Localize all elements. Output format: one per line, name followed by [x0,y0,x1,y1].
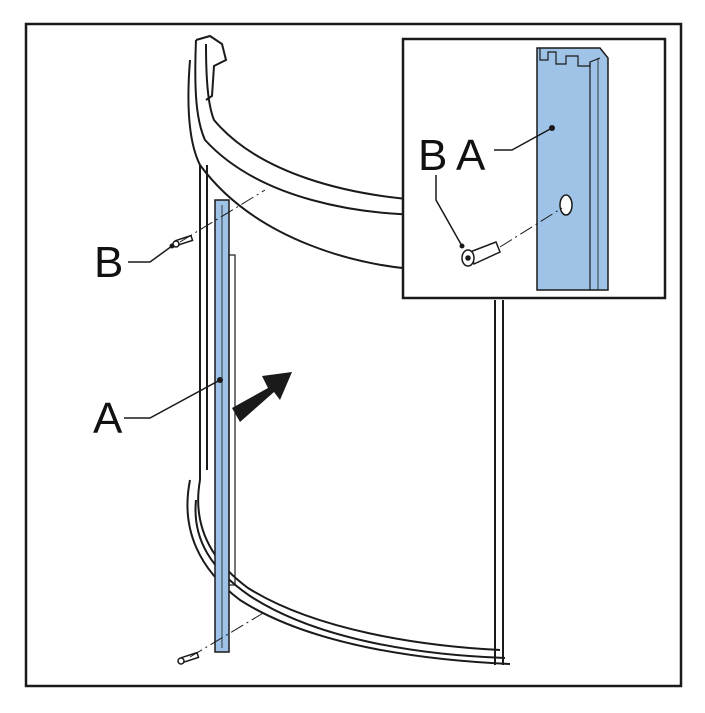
bottom-rail-outer [186,479,511,665]
screw-bottom-main [177,651,200,665]
top-rail-inner [187,59,431,271]
arrow-right-up-icon [232,372,292,422]
label-a-inset: A [456,131,486,180]
alignment-lines [179,189,266,658]
label-b-main: B [94,238,123,287]
panel-channel [228,254,236,586]
profile-a-main [214,199,230,653]
leader-dot-b-main [169,243,175,249]
leaders-main [124,245,221,419]
bottom-rail-lip [194,499,506,659]
label-b-inset: B [418,131,447,180]
top-end-cap [195,34,228,101]
bottom-rail-inner [197,479,501,651]
inset-detail [401,37,667,300]
leader-dot-a-main [217,377,223,383]
top-rail-edge [205,43,421,201]
top-rail-outer [194,39,431,216]
label-a-main: A [93,394,123,443]
curved-panel [186,34,511,665]
